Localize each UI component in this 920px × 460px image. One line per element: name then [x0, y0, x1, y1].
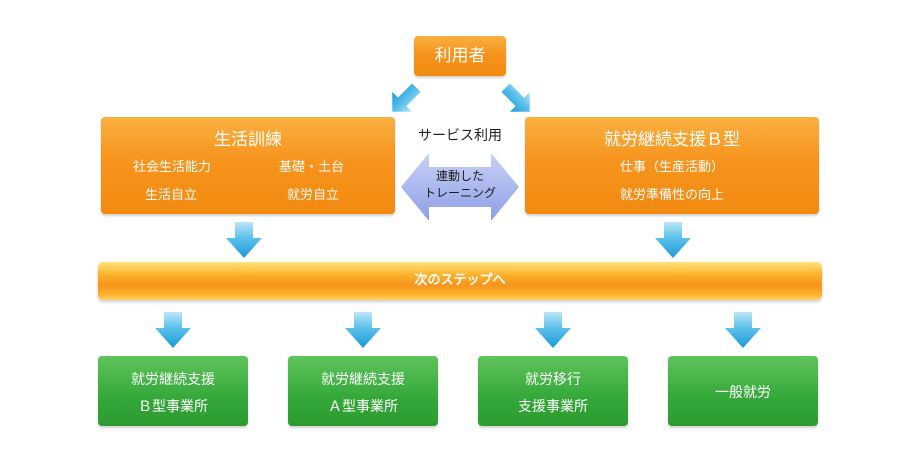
outcome-a-line-2: Ａ型事業所 — [328, 399, 398, 415]
left-item-foundation: 基礎・土台 — [279, 160, 345, 175]
outcome-employment-line-1: 一般就労 — [715, 385, 771, 401]
right-line-work: 仕事（生産活動） — [619, 160, 724, 175]
life-training-title: 生活訓練 — [214, 130, 282, 150]
next-step-bar: 次のステップへ — [98, 262, 822, 300]
arrow-user-to-left — [392, 83, 421, 112]
user-box: 利用者 — [414, 36, 506, 76]
outcome-continuous-support-b: 就労継続支援 Ｂ型事業所 — [98, 356, 248, 426]
left-item-social-skills: 社会生活能力 — [133, 160, 212, 175]
outcome-b-line-1: 就労継続支援 — [131, 372, 215, 388]
outcome-transition-line-1: 就労移行 — [525, 372, 581, 388]
outcome-transition-line-2: 支援事業所 — [518, 399, 588, 415]
arrow-right-to-next — [655, 222, 691, 258]
outcome-a-line-1: 就労継続支援 — [321, 372, 405, 388]
outcome-general-employment: 一般就労 — [668, 356, 818, 426]
left-item-life-independence: 生活自立 — [145, 188, 198, 203]
arrow-to-outcome-b — [155, 312, 191, 348]
linked-training-line-2: トレーニング — [423, 186, 496, 200]
linked-training-label: 連動した トレーニング — [399, 168, 521, 202]
arrow-left-to-next — [226, 222, 262, 258]
arrow-to-outcome-a — [345, 312, 381, 348]
outcome-work-transition: 就労移行 支援事業所 — [478, 356, 628, 426]
outcome-b-line-2: Ｂ型事業所 — [138, 399, 208, 415]
service-use-label: サービス利用 — [418, 128, 502, 144]
life-training-box: 生活訓練 社会生活能力 基礎・土台 生活自立 就労自立 — [101, 117, 395, 214]
double-arrow-icon — [401, 153, 519, 221]
left-item-work-independence: 就労自立 — [287, 188, 340, 203]
continuous-support-b-box: 就労継続支援Ｂ型 仕事（生産活動） 就労準備性の向上 — [525, 117, 819, 214]
outcome-continuous-support-a: 就労継続支援 Ａ型事業所 — [288, 356, 438, 426]
next-step-label: 次のステップへ — [414, 273, 506, 288]
linked-training-line-1: 連動した — [435, 169, 484, 183]
user-label: 利用者 — [434, 46, 486, 66]
right-line-readiness: 就労準備性の向上 — [619, 188, 724, 203]
arrow-to-outcome-employment — [725, 312, 761, 348]
arrow-to-outcome-transition — [535, 312, 571, 348]
continuous-support-b-title: 就労継続支援Ｂ型 — [604, 130, 740, 150]
arrow-user-to-right — [501, 83, 530, 112]
